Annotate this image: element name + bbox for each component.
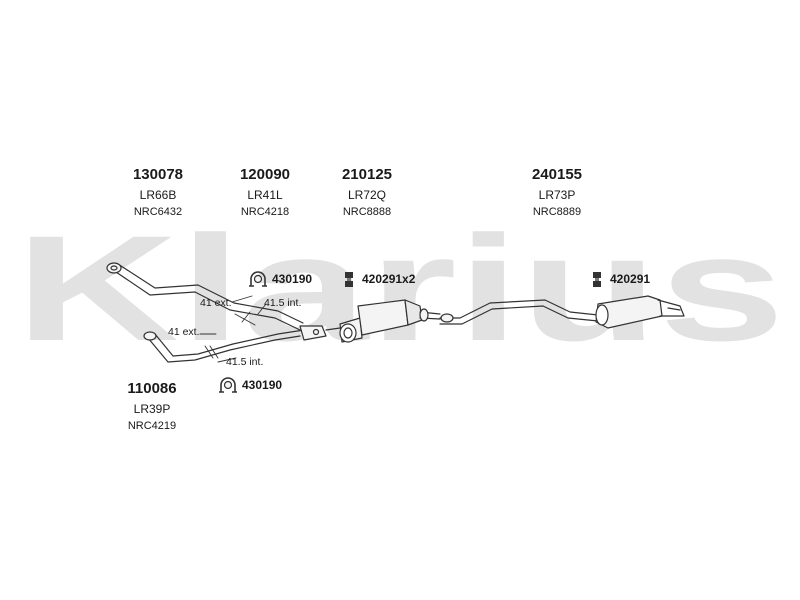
accessory-label: 430190	[272, 272, 313, 286]
part-reference: LR72Q	[347, 188, 387, 202]
dimension-41-5-int-top: 41.5 int.	[264, 297, 302, 309]
part-number: 240155	[531, 166, 583, 183]
part-reference: LR39P	[133, 402, 171, 416]
part-number: 130078	[132, 166, 184, 183]
accessory-430190-top: 430190	[248, 270, 312, 288]
part-240155: 240155 LR73P NRC8889	[502, 166, 612, 220]
oem-number: NRC8889	[532, 206, 582, 218]
part-210125: 210125 LR72Q NRC8888	[312, 166, 422, 220]
part-120090: 120090 LR41L NRC4218	[210, 166, 320, 220]
accessory-label: 420291x2	[362, 272, 416, 286]
accessory-430190-bottom: 430190	[218, 376, 282, 394]
accessory-label: 420291	[610, 272, 651, 286]
part-reference: LR73P	[538, 188, 576, 202]
clamp-icon	[219, 377, 237, 393]
middle-silencer-210125	[339, 299, 441, 343]
part-130078: 130078 LR66B NRC6432	[103, 166, 213, 220]
part-110086: 110086 LR39P NRC4219	[97, 380, 207, 434]
oem-number: NRC6432	[133, 206, 183, 218]
part-reference: LR41L	[247, 188, 283, 202]
rubber-mount-icon	[593, 272, 601, 287]
dimension-41-ext-bottom: 41 ext.	[168, 326, 200, 338]
accessory-420291: 420291	[590, 270, 650, 288]
dimension-41-5-int-bottom: 41.5 int.	[226, 356, 264, 368]
clamp-icon	[249, 271, 267, 287]
oem-number: NRC4218	[240, 206, 290, 218]
accessory-label: 430190	[242, 378, 283, 392]
accessory-420291x2: 420291x2	[342, 270, 415, 288]
rear-silencer-240155	[439, 295, 685, 329]
oem-number: NRC4219	[127, 420, 177, 432]
part-number: 120090	[239, 166, 291, 183]
rubber-mount-icon	[345, 272, 353, 287]
flange-joint	[299, 325, 327, 341]
watermark-text: Klarius	[15, 204, 785, 372]
front-pipe-110086	[143, 329, 305, 363]
front-pipe-130078	[106, 262, 304, 331]
part-number: 110086	[127, 380, 177, 397]
part-reference: LR66B	[139, 188, 177, 202]
oem-number: NRC8888	[342, 206, 392, 218]
part-number: 210125	[341, 166, 393, 183]
dimension-41-ext-top: 41 ext.	[200, 297, 232, 309]
